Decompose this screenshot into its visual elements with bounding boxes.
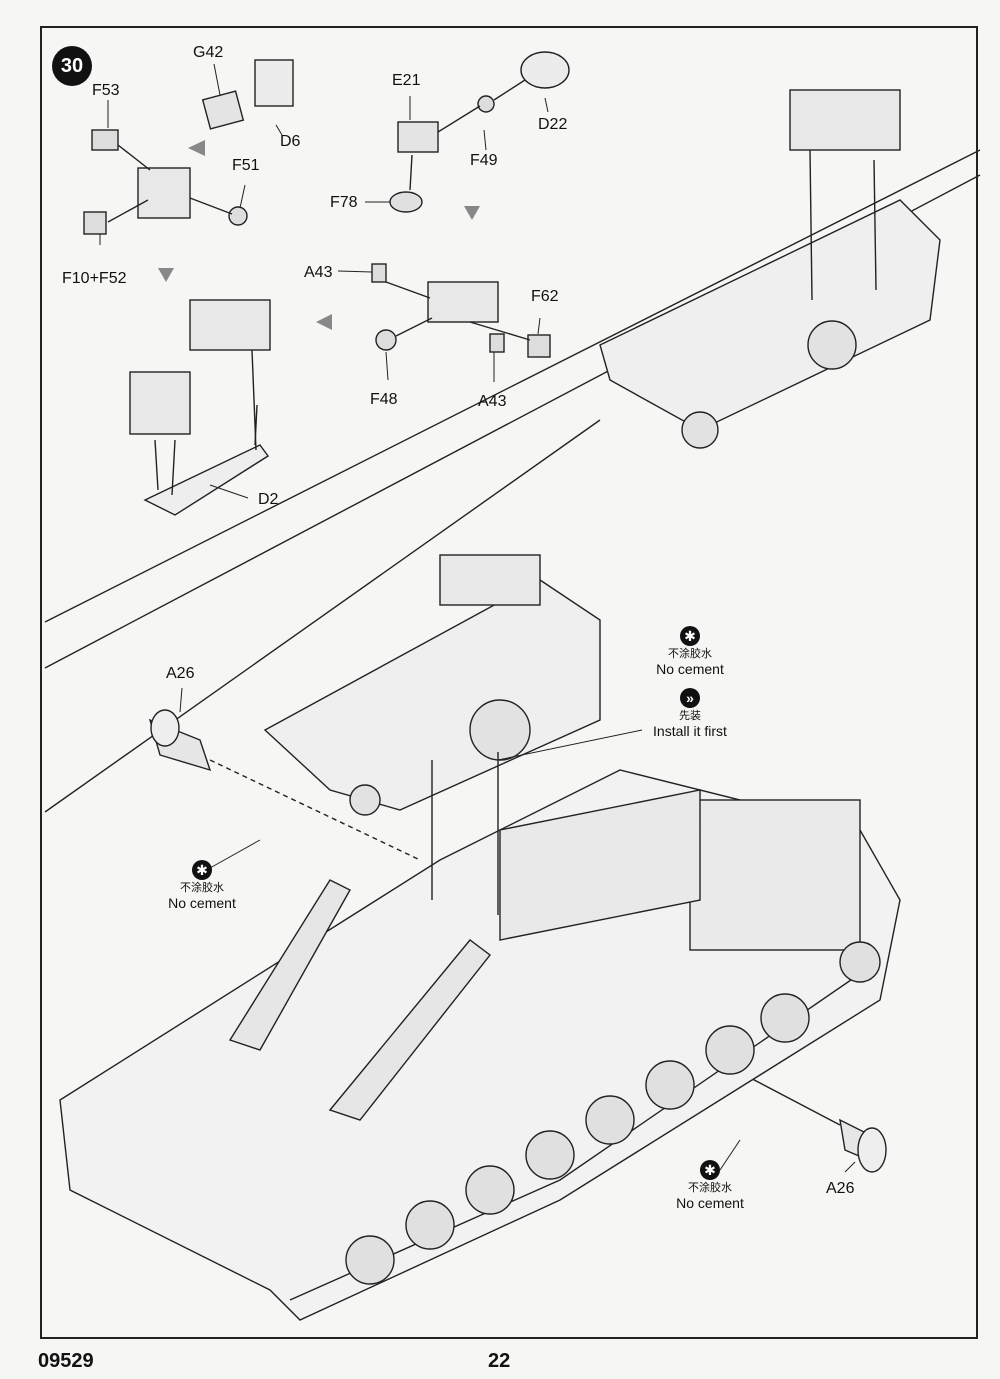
page-number: 22 [488,1350,511,1372]
note-no-cement-right: ✱ 不涂胶水 No cement [660,1160,760,1211]
note-no-cement-left: ✱ 不涂胶水 No cement [152,860,252,911]
part-label-a26-right: A26 [826,1180,855,1197]
part-a26-right-shape [839,1118,887,1173]
step-number-badge: 30 [52,46,92,86]
install-first-icon: » [680,688,700,708]
note-text-en: No cement [168,895,236,911]
road-wheels-shape [345,941,881,1285]
part-f62-shape [527,334,551,358]
perspective-line-3 [44,419,601,813]
note-text-cn: 先装 [679,710,701,722]
no-cement-icon: ✱ [192,860,212,880]
part-label-d6: D6 [280,133,301,150]
part-label-g42: G42 [193,44,224,61]
part-label-a43-bottom: A43 [478,393,507,410]
part-e21-shape [397,121,439,153]
page-frame [40,26,978,1339]
part-label-f48: F48 [370,391,398,408]
part-mount-shape [129,371,191,435]
part-label-d22: D22 [538,116,568,133]
model-code: 09529 [38,1350,94,1372]
part-f53-shape [91,129,119,151]
part-label-f10-f52: F10+F52 [62,270,127,287]
recoil-arms-shape [228,879,491,1121]
part-d22-shape [520,51,570,89]
part-g42-d6-shape [201,59,294,130]
note-text-cn: 不涂胶水 [668,648,712,660]
part-label-f49: F49 [470,152,498,169]
part-f10-shape [83,211,107,235]
note-text-en: Install it first [653,723,727,739]
direction-arrows [158,140,480,330]
part-f48-shape [375,329,397,351]
part-label-f51: F51 [232,157,260,174]
part-a26-left-shape [148,709,212,772]
part-label-d2: D2 [258,491,279,508]
upper-gun-assembly-shape [599,89,941,449]
part-f51-shape [228,206,248,226]
no-cement-icon: ✱ [700,1160,720,1180]
note-text-cn: 不涂胶水 [180,882,224,894]
tank-hull-shape [59,769,901,1321]
part-f49-shape [477,95,495,113]
part-a43-top-shape [371,263,387,283]
note-text-en: No cement [676,1195,744,1211]
part-label-e21: E21 [392,72,421,89]
part-label-f62: F62 [531,288,559,305]
part-label-f53: F53 [92,82,120,99]
note-install-first: » 先装 Install it first [630,688,750,739]
part-f78-shape [389,191,423,213]
note-text-cn: 不涂胶水 [688,1182,732,1194]
part-label-a43-top: A43 [304,264,333,281]
note-no-cement-gun: ✱ 不涂胶水 No cement [640,626,740,677]
part-a43-bottom-shape [489,333,505,353]
part-label-f78: F78 [330,194,358,211]
note-text-en: No cement [656,661,724,677]
part-breech-shape [189,299,271,351]
no-cement-icon: ✱ [680,626,700,646]
part-label-a26-left: A26 [166,665,195,682]
part-center-block-shape [137,167,191,219]
perspective-line-1 [44,149,981,623]
part-mid-assembly-shape [427,281,499,323]
lower-gun-assembly-shape [263,554,601,816]
part-d2-shape [143,444,270,516]
